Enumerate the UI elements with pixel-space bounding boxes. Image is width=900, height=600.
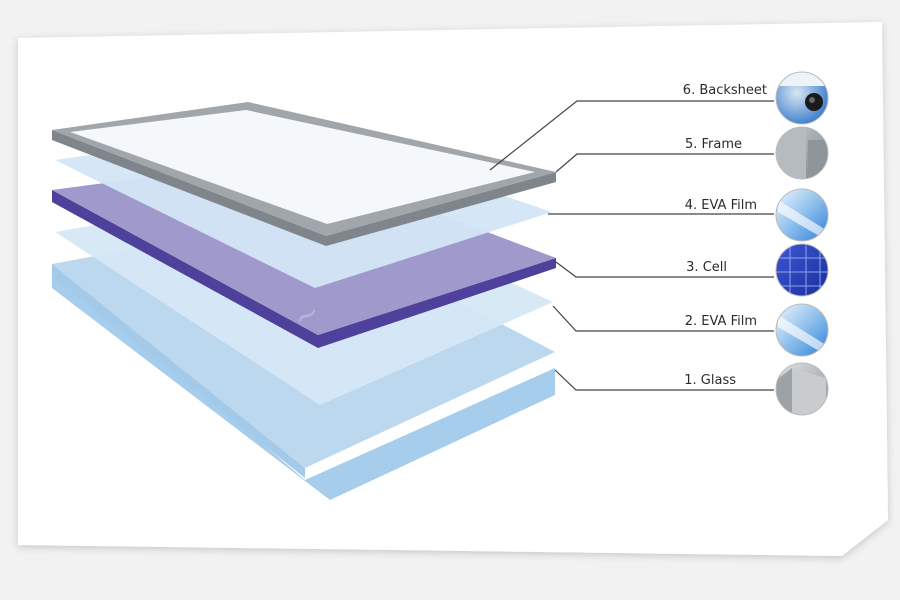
label-cell: 3. Cell — [686, 260, 727, 275]
frame-thumbnail-icon — [775, 126, 829, 180]
eva-film-thumbnail-icon — [775, 303, 829, 357]
glass-thumbnail-icon — [775, 362, 829, 416]
frame-layer — [52, 102, 556, 246]
label-frame: 5. Frame — [685, 137, 742, 152]
label-glass: 1. Glass — [684, 373, 736, 388]
leader-lines — [489, 100, 774, 391]
leader-line-backsheet — [489, 100, 774, 171]
backsheet-thumbnail-icon — [775, 71, 829, 125]
leader-line-eva-lower — [552, 305, 774, 332]
label-eva-film-upper: 4. EVA Film — [685, 198, 757, 213]
label-backsheet: 6. Backsheet — [683, 83, 767, 98]
leader-line-frame — [555, 153, 774, 173]
leader-line-cell — [555, 261, 774, 278]
label-eva-film-lower: 2. EVA Film — [685, 314, 757, 329]
leader-line-glass — [554, 369, 774, 391]
cell-thumbnail-icon — [775, 243, 829, 297]
eva-film-thumbnail-icon — [775, 188, 829, 242]
backsheet-surface — [70, 110, 535, 224]
